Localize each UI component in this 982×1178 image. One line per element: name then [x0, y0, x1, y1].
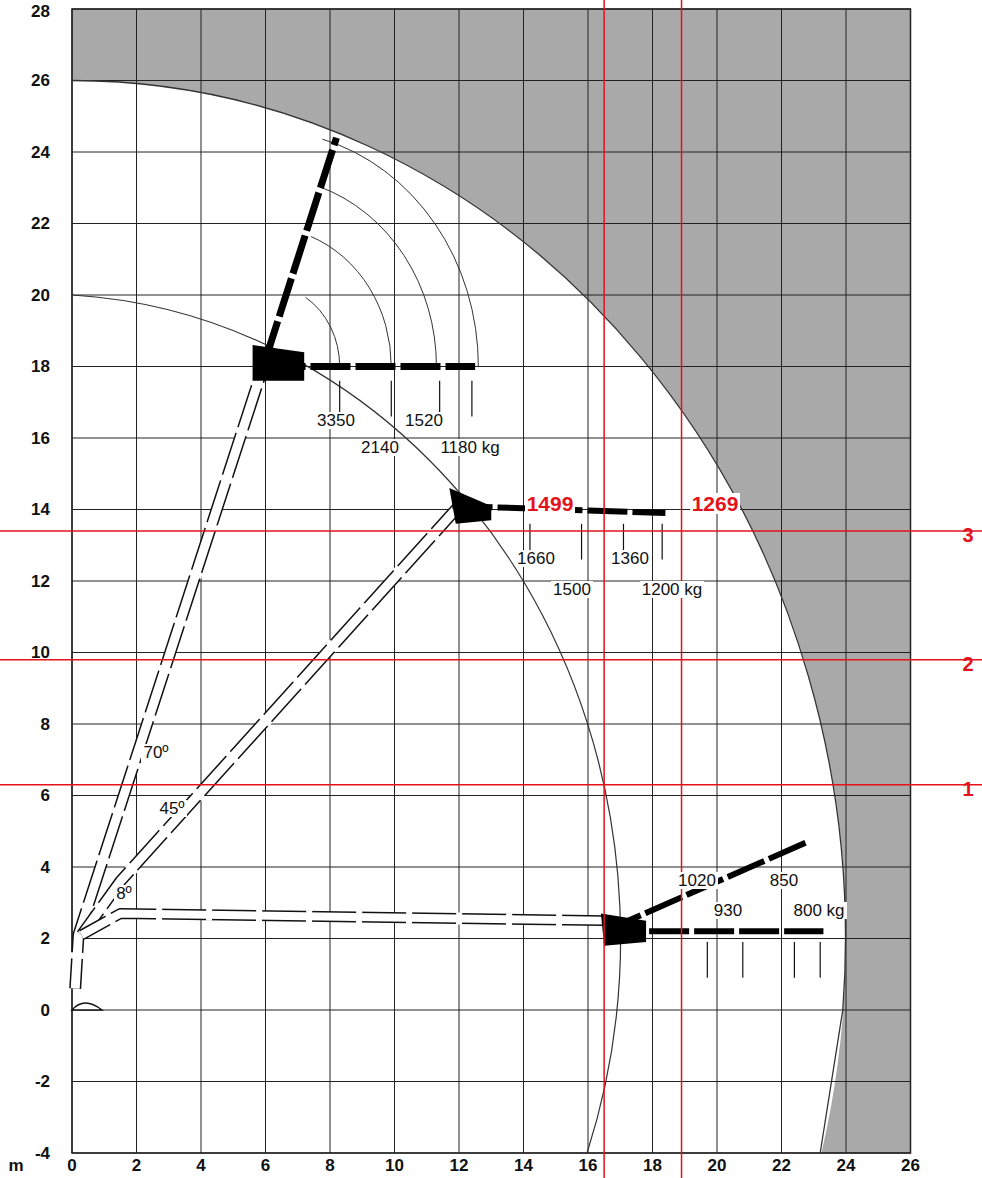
axis-label: 4	[41, 859, 50, 876]
angle-label: 8º	[114, 885, 134, 902]
axis-label: 18	[643, 1157, 662, 1174]
boom-gap	[82, 913, 604, 934]
load-value: 800 kg	[791, 902, 846, 919]
axis-label: 24	[837, 1157, 856, 1174]
tick	[471, 381, 472, 417]
boom	[82, 913, 604, 934]
axis-label: m	[8, 1157, 23, 1174]
line-number: 1	[962, 779, 973, 799]
load-value: 930	[712, 902, 744, 919]
grid-line	[72, 652, 911, 653]
load-value: 850	[768, 872, 800, 889]
grid-line	[72, 152, 911, 153]
load-value: 1269	[690, 493, 741, 514]
grid-line	[72, 223, 911, 224]
tick	[391, 381, 392, 417]
grid-line	[72, 1081, 911, 1082]
red-horizontal-line	[0, 659, 982, 661]
axis-label: 6	[261, 1157, 270, 1174]
axis-label: 10	[385, 1157, 404, 1174]
axis-label: 24	[31, 144, 50, 161]
axis-label: 22	[772, 1157, 791, 1174]
line-number: 2	[962, 654, 973, 674]
grid-line	[72, 80, 911, 81]
grid-line	[72, 938, 911, 939]
axis-label: 26	[901, 1157, 920, 1174]
axis-label: 12	[31, 573, 50, 590]
boom	[82, 506, 459, 935]
load-value: 1660	[515, 550, 557, 567]
load-value: 2140	[359, 439, 401, 456]
axis-label: 12	[450, 1157, 469, 1174]
red-vertical-line	[603, 0, 605, 1178]
jib-head	[253, 345, 305, 381]
axis-label: 0	[41, 1002, 50, 1019]
jib-head	[601, 913, 646, 945]
reach-envelope	[72, 81, 845, 1154]
grid-line	[72, 366, 911, 367]
axis-label: 2	[41, 930, 50, 947]
axis-label: 8	[325, 1157, 334, 1174]
axis-label: 4	[196, 1157, 205, 1174]
tick	[581, 524, 582, 560]
jib-head	[449, 488, 491, 524]
load-value: 1180 kg	[438, 439, 501, 456]
jib-arc	[322, 139, 478, 366]
load-value: 1500	[551, 581, 593, 598]
axis-label: 14	[514, 1157, 533, 1174]
axis-label: 0	[67, 1157, 76, 1174]
axis-label: -2	[35, 1073, 50, 1090]
grid-line	[72, 867, 911, 868]
load-value: 3350	[315, 412, 357, 429]
load-value: 1520	[403, 412, 445, 429]
axis-label: 14	[31, 501, 50, 518]
load-value: 1360	[609, 550, 651, 567]
grid-line	[72, 1010, 911, 1011]
tick	[662, 524, 663, 560]
line-number: 3	[962, 525, 973, 545]
jib-arc	[306, 297, 340, 366]
red-horizontal-line	[0, 530, 982, 532]
tick	[742, 942, 743, 978]
angle-label: 45º	[157, 800, 186, 817]
boom-gap	[82, 506, 459, 935]
axis-label: 20	[31, 287, 50, 304]
grid-line	[72, 295, 911, 296]
axis-label: 26	[31, 72, 50, 89]
axis-label: 20	[708, 1157, 727, 1174]
tick	[820, 942, 821, 978]
axis-label: 6	[41, 787, 50, 804]
axis-label: 22	[31, 215, 50, 232]
tick	[707, 942, 708, 978]
boom-outline	[82, 913, 604, 934]
load-value: 1020	[676, 872, 718, 889]
load-value: 1200 kg	[640, 581, 705, 598]
crane-base	[72, 1003, 102, 1010]
axis-label: 16	[31, 430, 50, 447]
jib	[266, 138, 337, 360]
red-horizontal-line	[0, 784, 982, 786]
tick	[794, 942, 795, 978]
load-value: 1499	[525, 493, 576, 514]
axis-label: 2	[132, 1157, 141, 1174]
axis-label: -4	[35, 1145, 50, 1162]
axis-label: 8	[41, 716, 50, 733]
jib	[604, 842, 807, 931]
boom-arc	[72, 295, 621, 1153]
jib-arc	[319, 187, 436, 367]
angle-label: 70º	[141, 744, 170, 761]
axis-label: 16	[579, 1157, 598, 1174]
grid-line	[72, 724, 911, 725]
axis-label: 18	[31, 358, 50, 375]
axis-label: 10	[31, 644, 50, 661]
boom-outline	[82, 506, 459, 935]
plot-frame	[72, 9, 911, 1153]
jib-arc	[311, 237, 391, 367]
axis-label: 28	[31, 3, 50, 20]
